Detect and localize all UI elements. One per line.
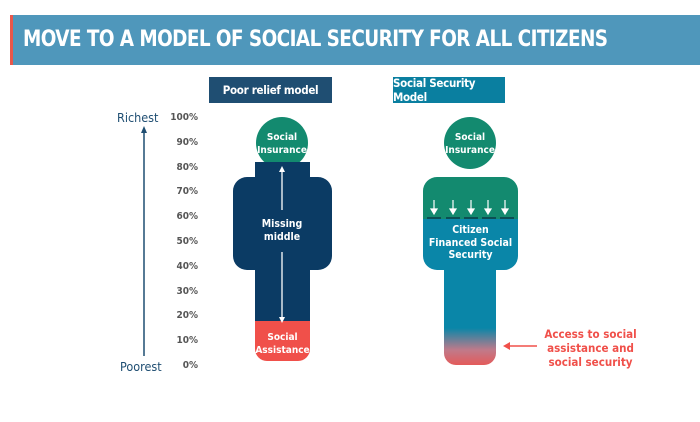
access-annotation: Access to social assistance and social s… xyxy=(544,327,637,369)
percent-tick: 30% xyxy=(176,285,198,297)
down-arrows-icon xyxy=(429,200,510,216)
poor-relief-figure xyxy=(233,117,332,361)
poor-relief-model-label: Poor relief model xyxy=(209,77,332,103)
head-social-insurance xyxy=(256,117,308,169)
social-assistance-label: Social Assistance xyxy=(255,332,310,356)
social-security-figure xyxy=(423,117,518,365)
percent-tick: 50% xyxy=(176,236,198,247)
missing-middle-label: Missing middle xyxy=(261,218,303,243)
right-head-label: Social Insurance xyxy=(445,132,495,156)
social-security-model-label: Social Security Model xyxy=(393,76,505,104)
left-head-label: Social Insurance xyxy=(257,132,307,156)
percent-tick: 90% xyxy=(176,136,198,148)
percent-tick: 10% xyxy=(176,335,198,347)
percent-tick: 0% xyxy=(182,360,198,371)
axis-arrow-icon xyxy=(141,126,147,356)
left-arrow-icon xyxy=(503,342,537,350)
percent-tick: 60% xyxy=(176,211,198,223)
percent-tick: 80% xyxy=(176,161,198,173)
percent-tick: 100% xyxy=(170,112,198,123)
title-bar: MOVE TO A MODEL OF SOCIAL SECURITY FOR A… xyxy=(10,15,700,65)
axis-label-poorest: Poorest xyxy=(120,359,162,374)
percent-tick: 40% xyxy=(176,260,198,272)
page-title: MOVE TO A MODEL OF SOCIAL SECURITY FOR A… xyxy=(23,27,608,52)
percent-tick: 20% xyxy=(176,310,198,322)
percent-tick: 70% xyxy=(176,186,198,198)
citizen-financed-label: Citizen Financed Social Security xyxy=(428,224,513,261)
axis-label-richest: Richest xyxy=(117,110,159,125)
